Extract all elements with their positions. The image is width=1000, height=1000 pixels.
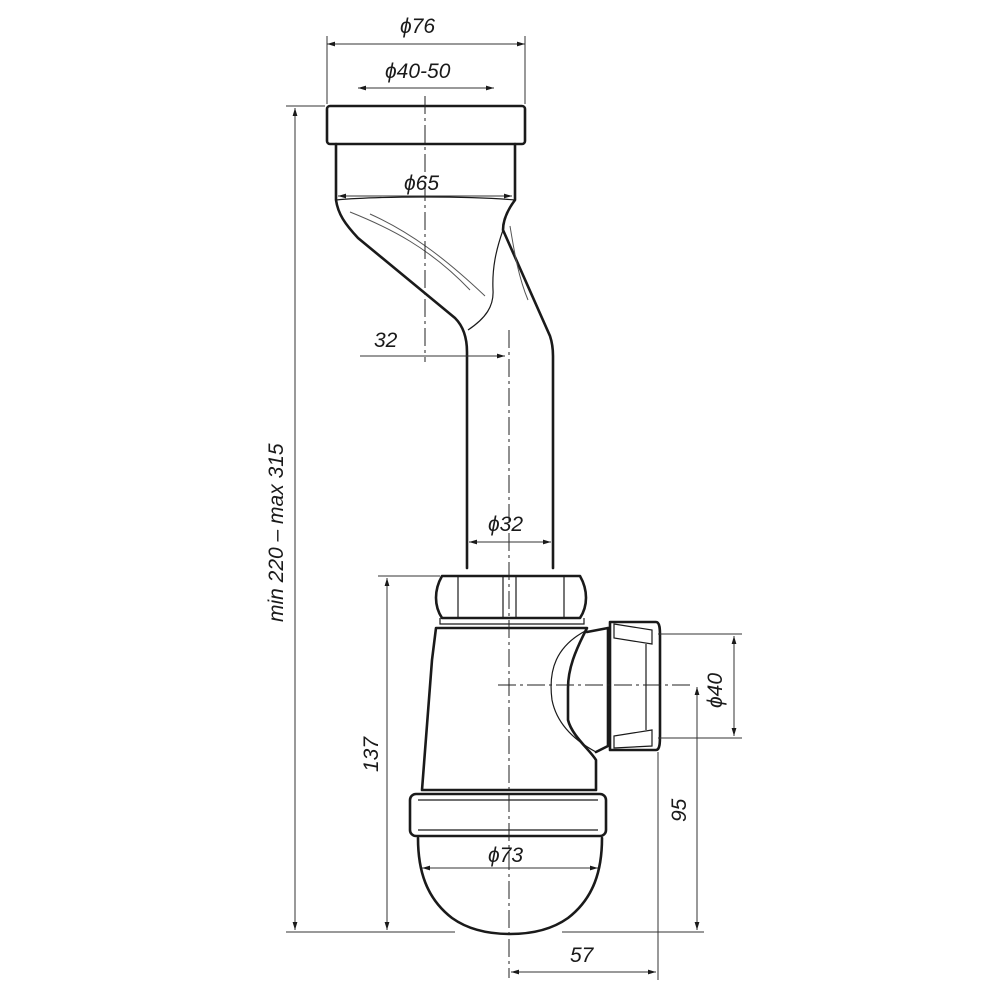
dim-outlet-diameter: ϕ40: [704, 673, 727, 708]
funnel-elbow: [334, 142, 555, 570]
dimension-labels: ϕ76 ϕ40-50 ϕ65 32 ϕ32 min 220 – max 315 …: [265, 15, 727, 967]
dim-pipe-diameter: ϕ32: [488, 513, 523, 536]
funnel-shading-3: [509, 225, 529, 301]
nut-bottom-lip: [439, 618, 585, 625]
funnel-lip: [467, 229, 504, 331]
funnel-shading-1: [349, 211, 471, 291]
outlet-nut: [608, 620, 662, 752]
dim-trap-height: 137: [360, 736, 383, 772]
top-flange: [325, 104, 527, 146]
dim-overall-height: min 220 – max 315: [265, 443, 288, 622]
dimension-lines: [286, 36, 742, 980]
outlet-collar: [585, 626, 610, 754]
center-lines: [424, 96, 692, 978]
siphon-part: [325, 104, 662, 936]
trap-inner-bend: [550, 629, 597, 753]
dim-outlet-offset: 57: [570, 944, 595, 967]
dim-bowl-diameter: ϕ65: [404, 172, 439, 195]
dim-inlet-range-diameter: ϕ40-50: [385, 60, 451, 83]
outlet-nut-bottom: [613, 729, 653, 749]
trap-body: [420, 626, 598, 792]
union-nut: [434, 574, 588, 620]
dim-offset: 32: [374, 329, 398, 352]
dim-top-outer-diameter: ϕ76: [400, 15, 435, 38]
cup-bottom: [416, 836, 604, 936]
cup-ring: [408, 792, 608, 838]
dim-outlet-height: 95: [668, 798, 691, 822]
funnel-shading-2: [369, 213, 486, 297]
dim-cup-diameter: ϕ73: [488, 844, 523, 867]
outlet-nut-top: [613, 623, 653, 645]
